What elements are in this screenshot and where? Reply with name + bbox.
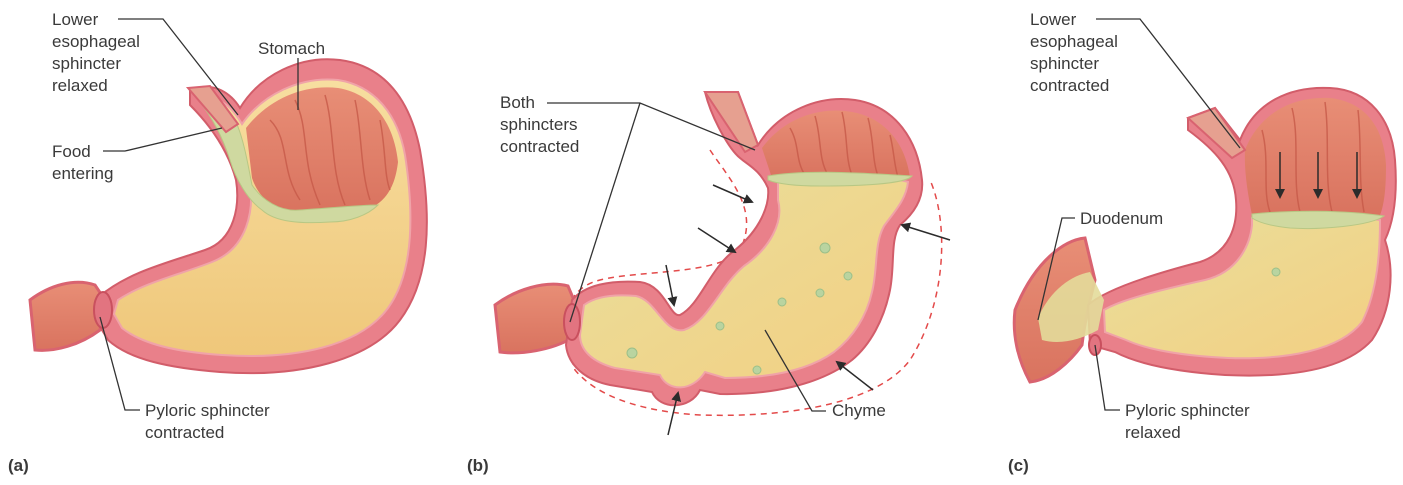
panel-b-letter: (b) (467, 456, 489, 476)
label-a-les-line3: sphincter (52, 53, 140, 75)
label-a-food-entering: Food entering (52, 141, 113, 185)
label-a-food-line2: entering (52, 163, 113, 185)
label-a-les-line4: relaxed (52, 75, 140, 97)
label-c-pyloric-line1: Pyloric sphincter (1125, 400, 1250, 422)
panel-c-chyme-bubble (1272, 268, 1280, 276)
label-b-chyme: Chyme (832, 400, 886, 422)
label-b-both-line1: Both (500, 92, 579, 114)
panel-a-pyloric-sphincter (94, 292, 112, 328)
label-c-les-line1: Lower (1030, 9, 1118, 31)
label-a-pyloric-line2: contracted (145, 422, 270, 444)
label-c-pyloric-sphincter: Pyloric sphincter relaxed (1125, 400, 1250, 444)
label-c-duodenum: Duodenum (1080, 208, 1163, 230)
label-a-food-line1: Food (52, 141, 113, 163)
label-c-les-line3: sphincter (1030, 53, 1118, 75)
label-a-stomach: Stomach (258, 38, 325, 60)
label-b-both-line3: contracted (500, 136, 579, 158)
panel-a-stomach (30, 59, 427, 373)
label-c-pyloric-line2: relaxed (1125, 422, 1250, 444)
label-c-lower-esophageal-sphincter: Lower esophageal sphincter contracted (1030, 9, 1118, 97)
panel-c-letter: (c) (1008, 456, 1029, 476)
label-a-pyloric-sphincter: Pyloric sphincter contracted (145, 400, 270, 444)
panel-c-stomach (1014, 88, 1396, 382)
label-b-both-sphincters: Both sphincters contracted (500, 92, 579, 158)
label-c-les-line2: esophageal (1030, 31, 1118, 53)
label-a-les-line2: esophageal (52, 31, 140, 53)
label-b-both-line2: sphincters (500, 114, 579, 136)
label-c-les-line4: contracted (1030, 75, 1118, 97)
label-a-les-line1: Lower (52, 9, 140, 31)
label-a-pyloric-line1: Pyloric sphincter (145, 400, 270, 422)
label-a-lower-esophageal-sphincter: Lower esophageal sphincter relaxed (52, 9, 140, 97)
panel-a-letter: (a) (8, 456, 29, 476)
panel-b-pyloric-sphincter (564, 304, 580, 340)
